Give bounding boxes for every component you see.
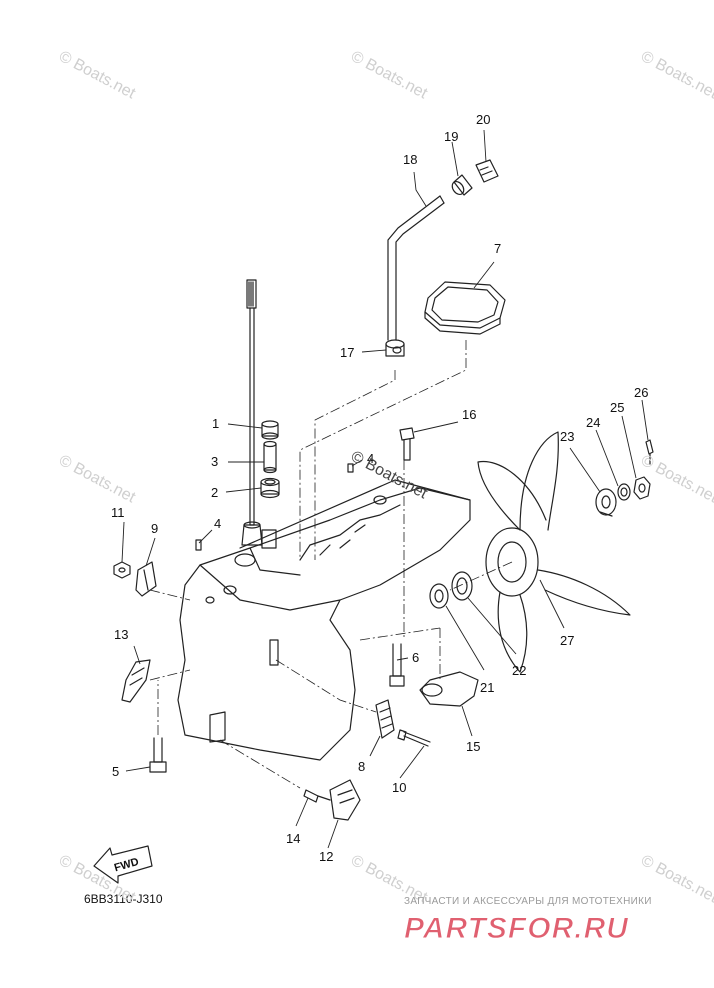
callout-13: 13 [114, 627, 129, 642]
callout-16: 16 [462, 407, 477, 422]
callout-12: 12 [319, 849, 334, 864]
part-13-trim-tab [121, 659, 151, 703]
part-12-anode [329, 779, 361, 821]
part-10-screw [397, 729, 431, 747]
callout-4: 4 [214, 516, 222, 531]
callout-25: 25 [610, 400, 625, 415]
part-24-washer [617, 483, 631, 501]
partsfor-logo: PARTSFOR.RU [404, 912, 629, 946]
part-23-spacer [595, 488, 617, 517]
part-16-bolt [399, 427, 415, 461]
callout-7: 7 [494, 241, 502, 256]
callout-20: 20 [476, 112, 491, 127]
logo-text: PARTSFOR.RU [404, 912, 629, 945]
callout-5: 5 [112, 764, 120, 779]
part-21-seal [429, 583, 449, 609]
part-17-grommet [385, 339, 405, 357]
part-9-anode [135, 561, 157, 597]
fwd-label: FWD [113, 856, 140, 874]
part-26-cotter-pin [645, 439, 654, 465]
fwd-arrow [93, 845, 153, 884]
callout-21: 21 [480, 680, 495, 695]
callout-2: 2 [211, 485, 219, 500]
callout-1: 1 [212, 416, 220, 431]
part-3-collar [263, 440, 277, 474]
diagram-code: 6BB3110-J310 [84, 892, 163, 906]
part-6-bolt [389, 643, 405, 687]
part-19-seal [451, 174, 473, 196]
brand-tagline: ЗАПЧАСТИ И АКСЕССУАРЫ ДЛЯ МОТОТЕХНИКИ [404, 896, 652, 907]
part-4-pin [195, 463, 354, 551]
callout-11: 11 [111, 505, 125, 520]
callout-9: 9 [151, 521, 159, 536]
callout-6: 6 [412, 650, 420, 665]
part-18-water-tube [387, 195, 445, 341]
callout-26: 26 [634, 385, 649, 400]
lower-casing [177, 479, 471, 761]
callout-22: 22 [512, 663, 527, 678]
part-25-nut [633, 476, 651, 500]
part-8-grille [375, 699, 395, 739]
part-15-cover [419, 671, 479, 707]
callout-23: 23 [560, 429, 575, 444]
alignment-lines [149, 340, 513, 789]
part-2-seal [260, 477, 280, 499]
part-22-washer [451, 571, 473, 601]
leader-lines [121, 129, 649, 849]
part-7-gasket [424, 281, 506, 335]
callout-18: 18 [403, 152, 418, 167]
part-1-bushing [261, 420, 279, 440]
callout-27: 27 [560, 633, 575, 648]
callout-8: 8 [358, 759, 366, 774]
drive-shaft [241, 279, 277, 549]
callout-10: 10 [392, 780, 407, 795]
part-11-nut [113, 561, 131, 579]
callout-17: 17 [340, 345, 355, 360]
callout-4-upper: 4 [367, 451, 375, 466]
callout-3: 3 [211, 454, 219, 469]
callout-19: 19 [444, 129, 459, 144]
part-27-propeller [477, 431, 631, 673]
callout-15: 15 [466, 739, 481, 754]
part-5-bolt [149, 737, 167, 773]
callout-14: 14 [286, 831, 301, 846]
part-14-screw [303, 789, 331, 803]
part-20-holder [475, 159, 499, 183]
callout-24: 24 [586, 415, 601, 430]
